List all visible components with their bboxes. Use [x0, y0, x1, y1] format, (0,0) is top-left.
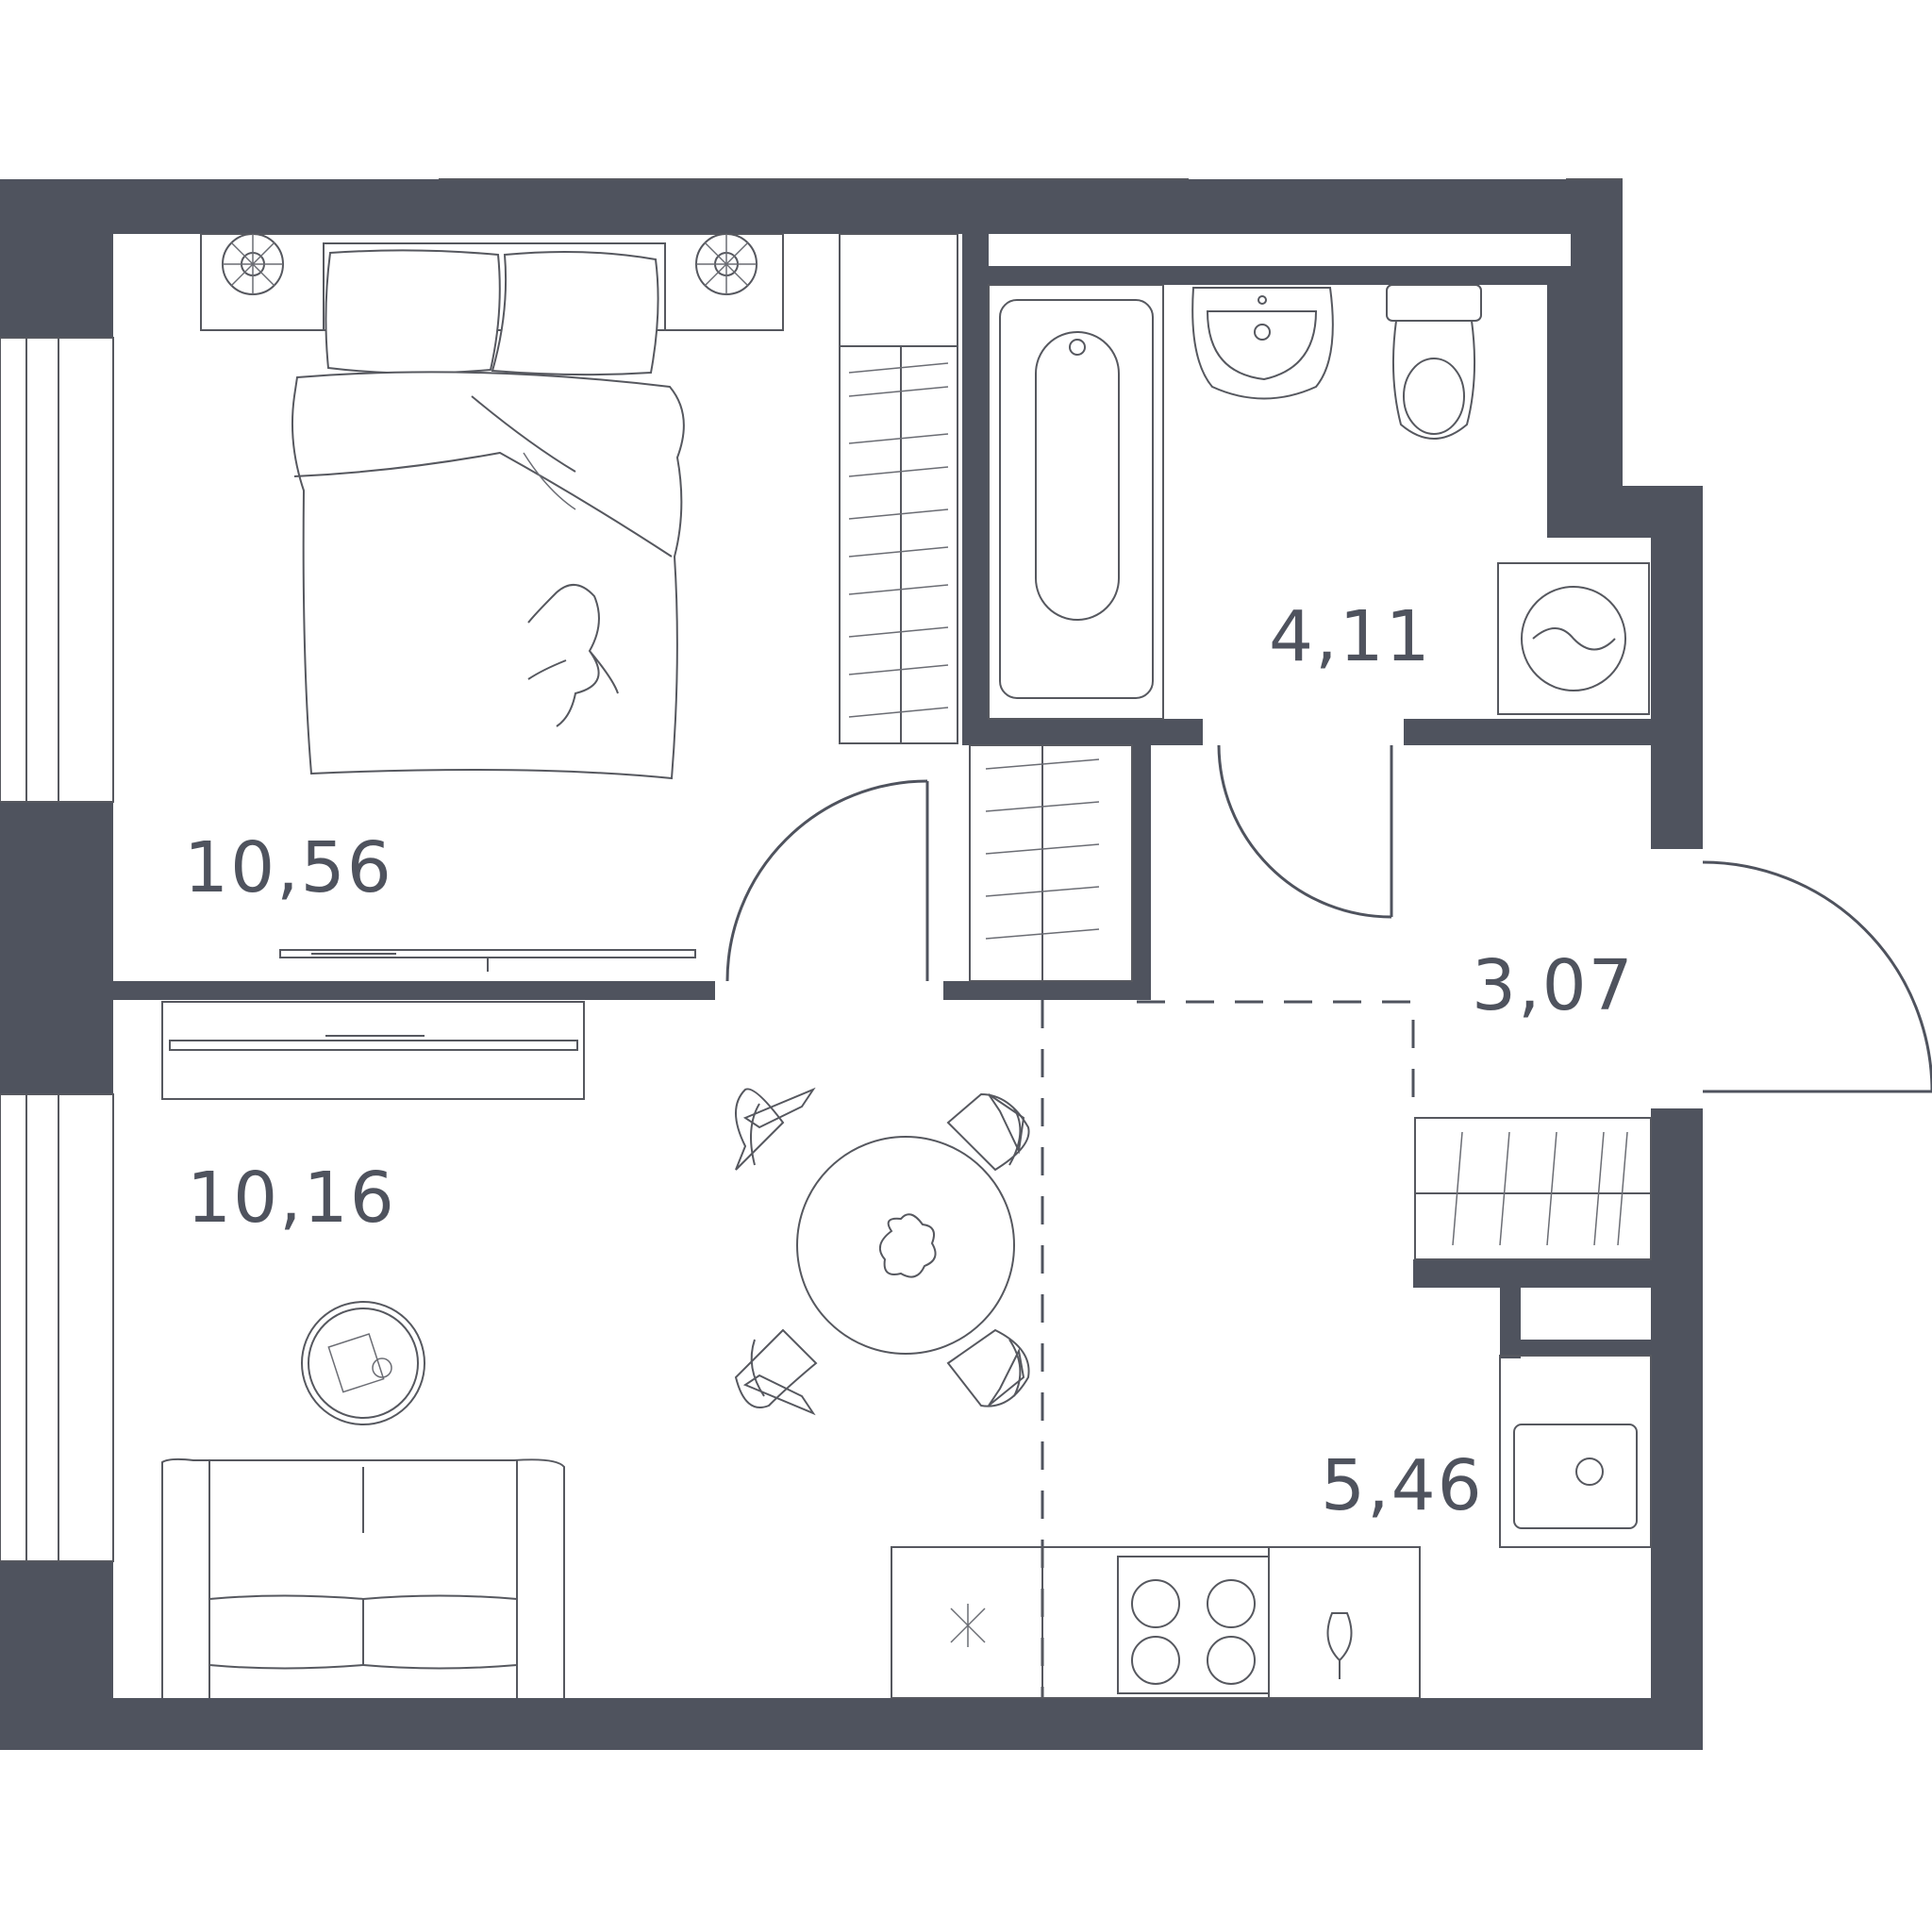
- doors: [725, 744, 1932, 1093]
- area-label-living-room: 10,16: [187, 1158, 396, 1239]
- tv-console: [161, 1001, 585, 1100]
- washing-machine: [1497, 562, 1650, 715]
- area-label-bedroom: 10,56: [184, 827, 393, 908]
- coffee-table: [301, 1301, 425, 1425]
- sofa: [161, 1457, 565, 1698]
- tv: [279, 949, 696, 972]
- kitchen-sink: [1499, 1355, 1652, 1548]
- sink: [1191, 287, 1334, 400]
- area-label-hallway: 3,07: [1472, 945, 1635, 1026]
- dining-table: [734, 1087, 1030, 1416]
- area-label-kitchen: 5,46: [1321, 1445, 1484, 1526]
- entry-wardrobe: [1414, 1117, 1652, 1260]
- zone-divider: [1137, 1000, 1415, 1118]
- kitchen-counter: [891, 1546, 1421, 1699]
- area-label-bathroom: 4,11: [1269, 596, 1432, 677]
- toilet: [1386, 284, 1482, 440]
- walls: [0, 179, 1703, 1750]
- bed: [200, 233, 784, 780]
- bathtub: [988, 284, 1164, 720]
- hall-wardrobe: [969, 744, 1133, 982]
- wardrobe: [839, 233, 958, 744]
